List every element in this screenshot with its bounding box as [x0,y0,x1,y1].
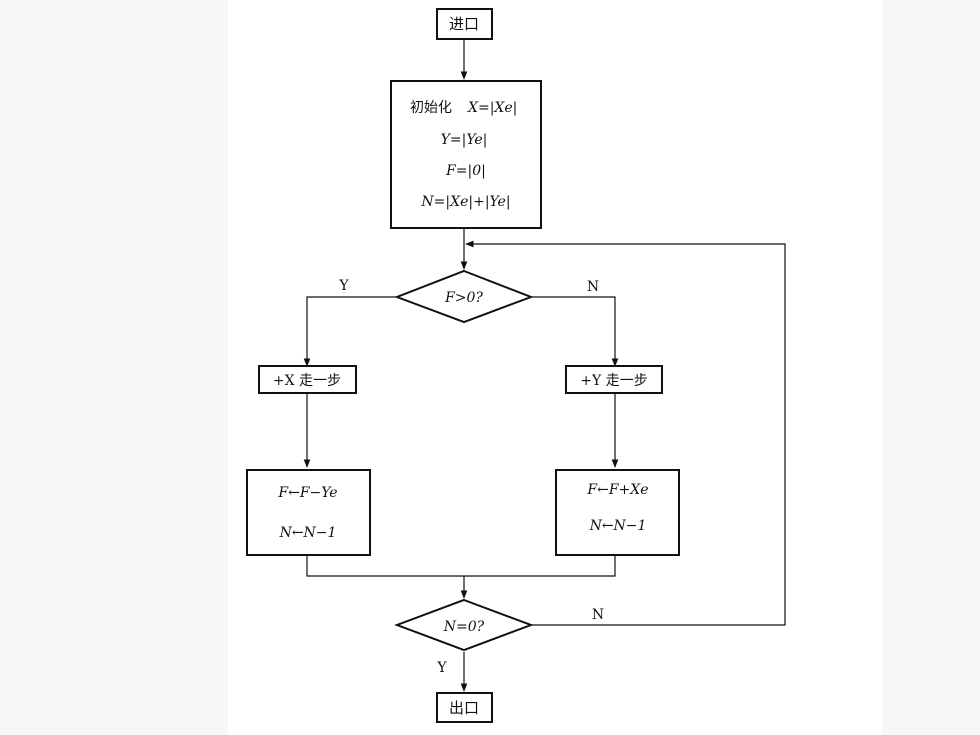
arrow-decision1-no [531,296,619,367]
init-line4: N=|Xe|+|Ye| [420,194,510,210]
decision1-yes-label: Y [338,278,349,294]
loop-back-arrow [465,240,786,626]
arrow-decision1-yes [303,296,397,367]
step-x-label: +X 走一步 [273,373,341,389]
decision1-label: F>0? [444,290,483,306]
step-y-node: +Y 走一步 [565,365,663,394]
init-line1: X=|Xe| [467,100,517,116]
update-left-line2: N←N−1 [279,525,337,541]
decision1-no-label: N [587,279,599,295]
init-node: 初始化 X=|Xe| Y=|Ye| F=|0| N=|Xe|+|Ye| [390,80,542,229]
decision2-yes-label: Y [436,660,447,676]
update-left-node: F←F−Ye N←N−1 [246,469,371,556]
connectors [303,40,786,692]
update-right-line1: F←F+Xe [586,482,648,498]
end-node: 出口 [436,692,493,723]
update-right-node: F←F+Xe N←N−1 [555,469,680,556]
decision2-no-label: N [592,607,604,623]
start-node: 进口 [436,8,493,40]
merge-line [306,556,616,577]
update-right-line2: N←N−1 [589,518,647,534]
end-label: 出口 [449,699,479,717]
decision2-node: N=0? N Y [394,598,604,676]
init-line2: Y=|Ye| [441,132,488,148]
step-x-node: +X 走一步 [258,365,357,394]
decision1-node: F>0? Y N [338,269,599,324]
init-prefix: 初始化 [410,99,452,116]
init-line3: F=|0| [445,163,486,179]
update-left-line1: F←F−Ye [277,485,337,501]
step-y-label: +Y 走一步 [580,373,647,389]
start-label: 进口 [449,15,479,33]
decision2-label: N=0? [443,619,485,635]
